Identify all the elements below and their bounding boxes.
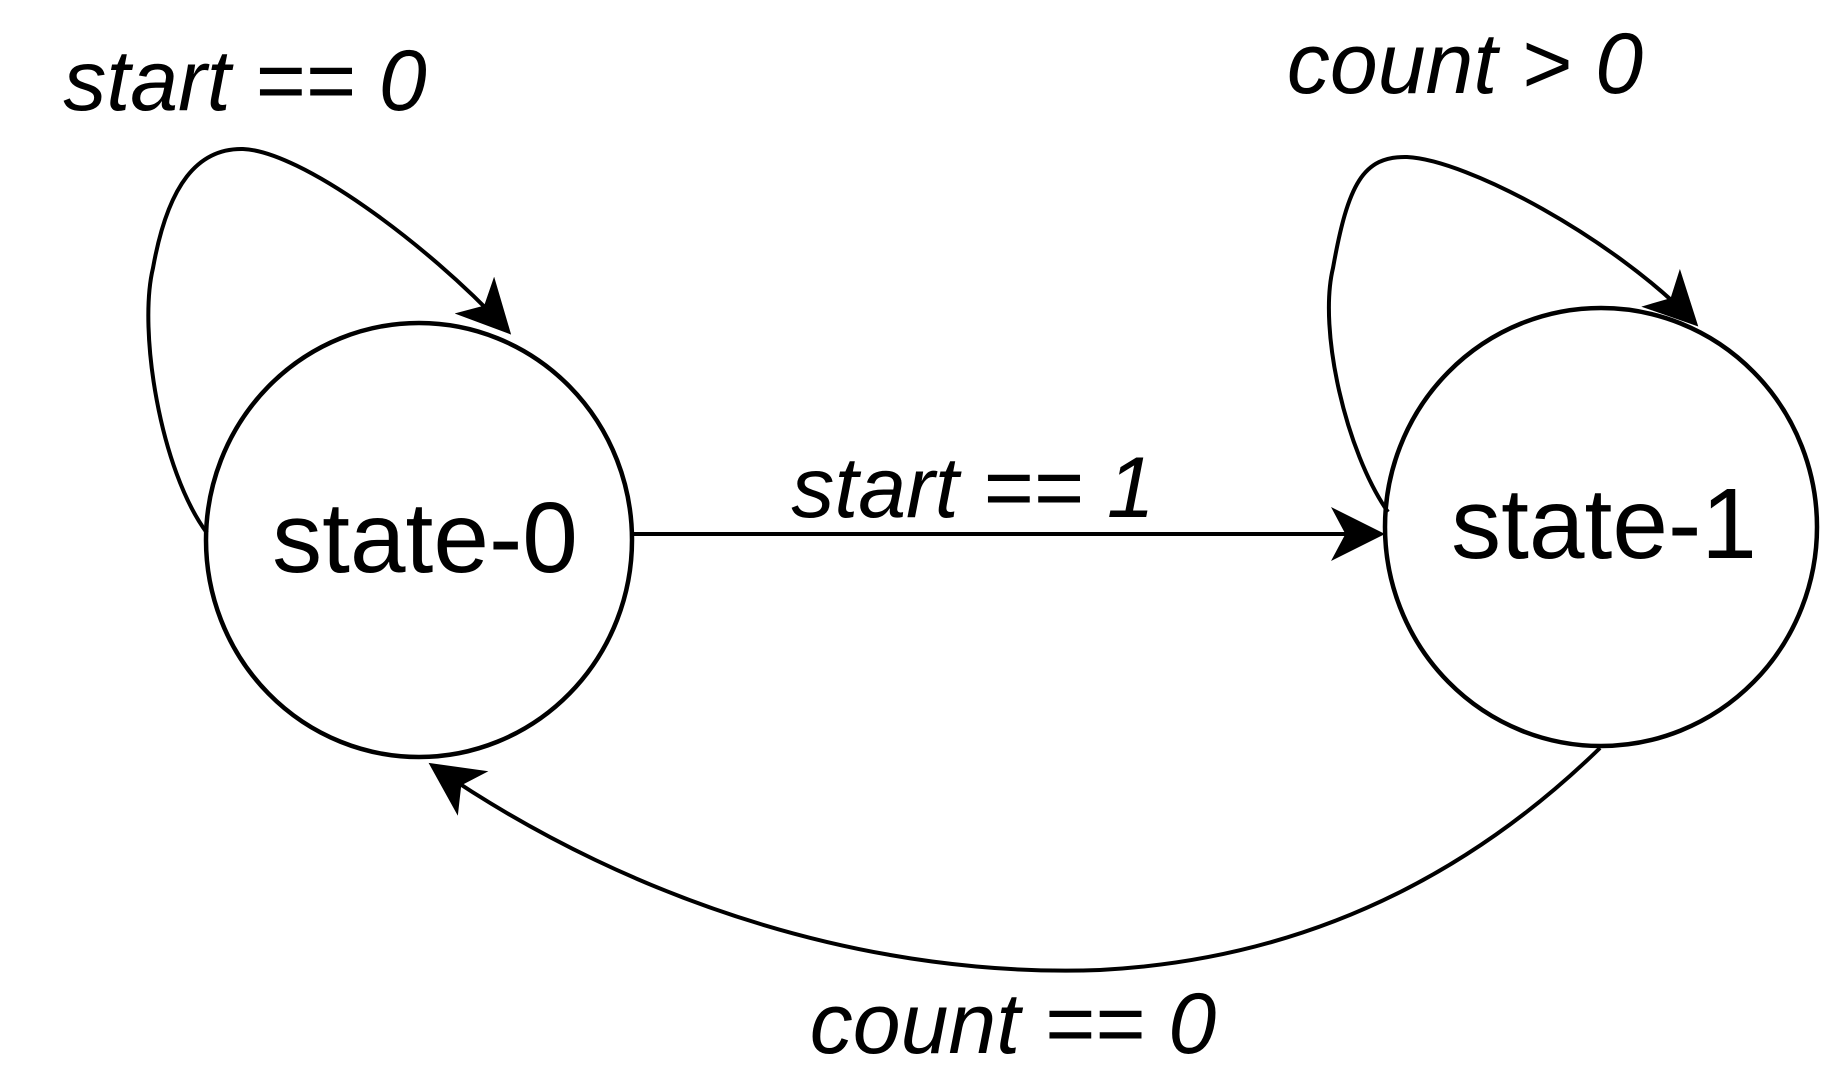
state-0-node [203,320,635,760]
transition-state1-to-state0 [428,746,1602,973]
state-1-label: state-1 [1451,468,1757,580]
state-0-label: state-0 [272,482,578,594]
transition-state1-self-loop [1326,154,1699,514]
transition-state0-self-loop [146,146,512,535]
transition-label-count-eq-0: count == 0 [810,976,1217,1072]
state-1-node [1382,305,1820,749]
transition-label-start-eq-1: start == 1 [791,440,1154,536]
transition-label-start-eq-0: start == 0 [63,33,426,129]
transition-label-count-gt-0: count > 0 [1287,16,1643,112]
